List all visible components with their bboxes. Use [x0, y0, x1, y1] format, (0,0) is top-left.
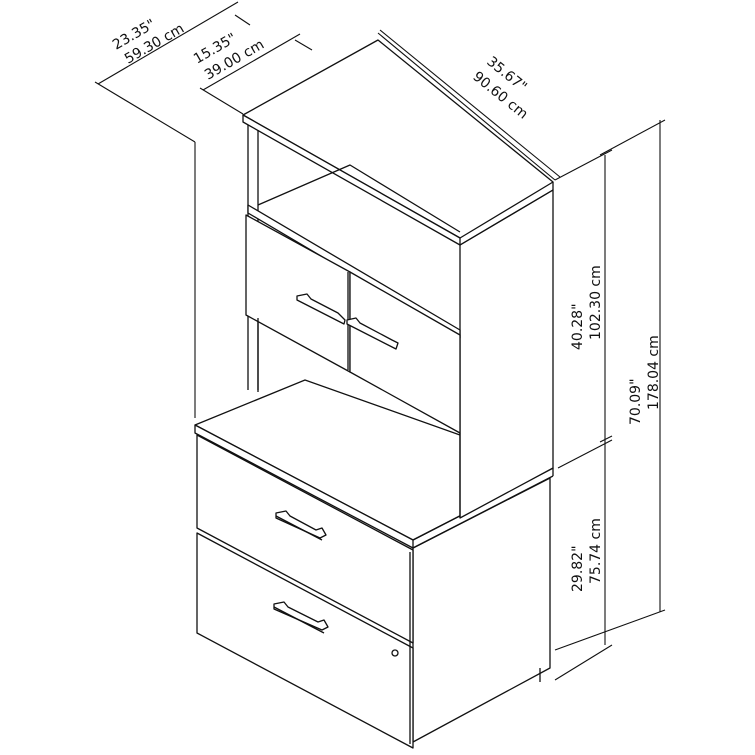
lock-icon: [391, 649, 399, 657]
cabinet-height-cm: 75.74 cm: [588, 518, 604, 584]
cabinet-height-inches: 29.82": [570, 545, 586, 592]
hutch: [242, 39, 554, 519]
door-handle-left: [296, 293, 346, 325]
lower-cabinet: [194, 379, 554, 749]
door-handle-right: [346, 317, 399, 350]
file-drawer-top: [196, 434, 414, 644]
total-height-inches: 70.09": [628, 378, 644, 425]
drawer-handle-bottom: [273, 601, 329, 634]
dimension-lines: [97, 1, 661, 645]
total-height-cm: 178.04 cm: [646, 335, 662, 410]
drawer-handle-top: [275, 510, 327, 541]
hutch-height-inches: 40.28": [570, 303, 586, 350]
hutch-height-cm: 102.30 cm: [588, 265, 604, 340]
extension-lines: [94, 14, 666, 681]
file-drawer-bottom: [196, 532, 414, 749]
